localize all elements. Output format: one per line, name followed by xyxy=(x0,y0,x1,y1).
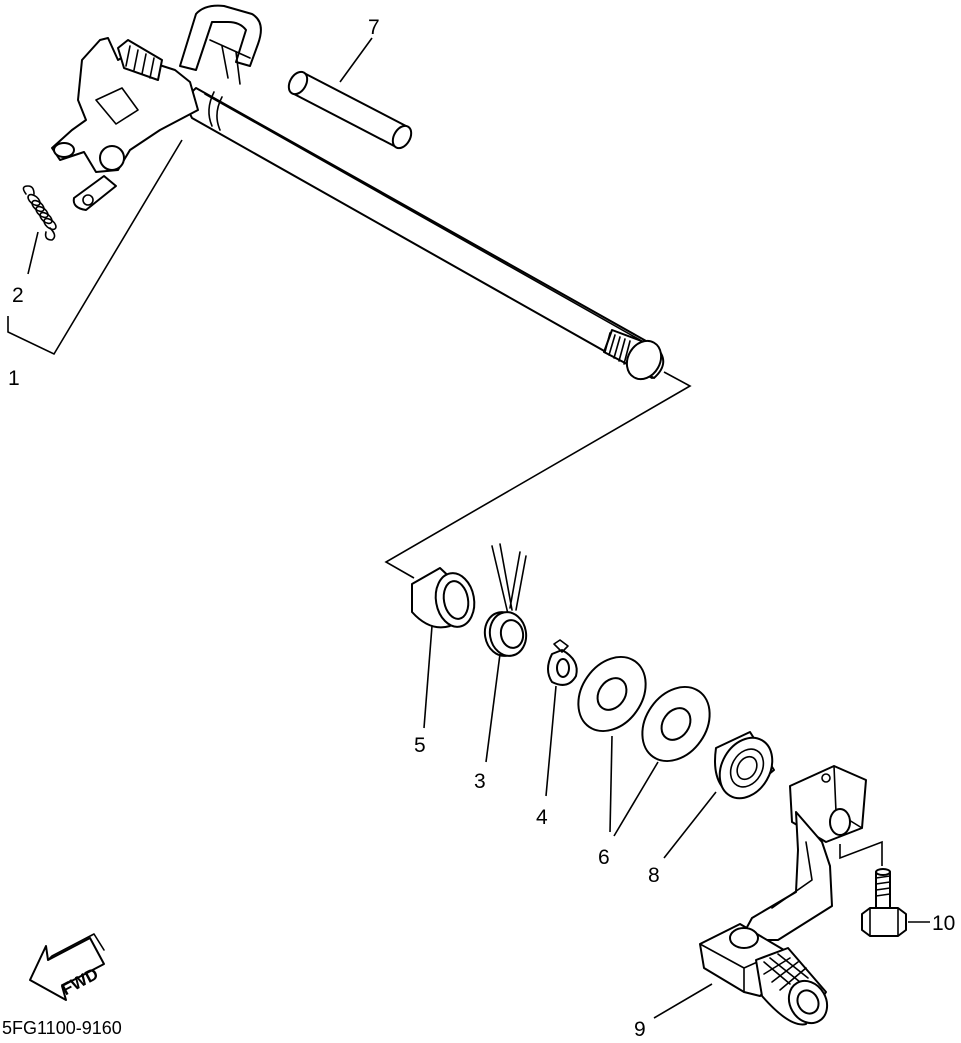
callout-4: 4 xyxy=(536,806,548,829)
torsion-spring xyxy=(483,543,528,657)
assembly-lines xyxy=(7,37,930,1019)
forward-arrow-icon: FWD xyxy=(29,933,105,1001)
spring xyxy=(22,185,57,241)
pin xyxy=(287,70,413,150)
oil-seal xyxy=(714,731,775,800)
callout-6: 6 xyxy=(598,846,610,869)
callout-10: 10 xyxy=(932,912,955,935)
washer-a xyxy=(577,655,647,733)
callout-5: 5 xyxy=(414,734,426,757)
shift-pedal xyxy=(699,765,867,1026)
callout-1: 1 xyxy=(8,367,20,390)
collar xyxy=(411,567,476,629)
callout-2: 2 xyxy=(12,284,24,307)
shift-shaft-assembly xyxy=(51,4,665,381)
callout-3: 3 xyxy=(474,770,486,793)
callout-9: 9 xyxy=(634,1018,646,1038)
bolt xyxy=(861,868,907,937)
circlip xyxy=(547,639,578,686)
washer-b xyxy=(641,685,711,763)
drawing-code: 5FG1100-9160 xyxy=(2,1018,122,1038)
callout-8: 8 xyxy=(648,864,660,887)
callout-7: 7 xyxy=(368,16,380,39)
